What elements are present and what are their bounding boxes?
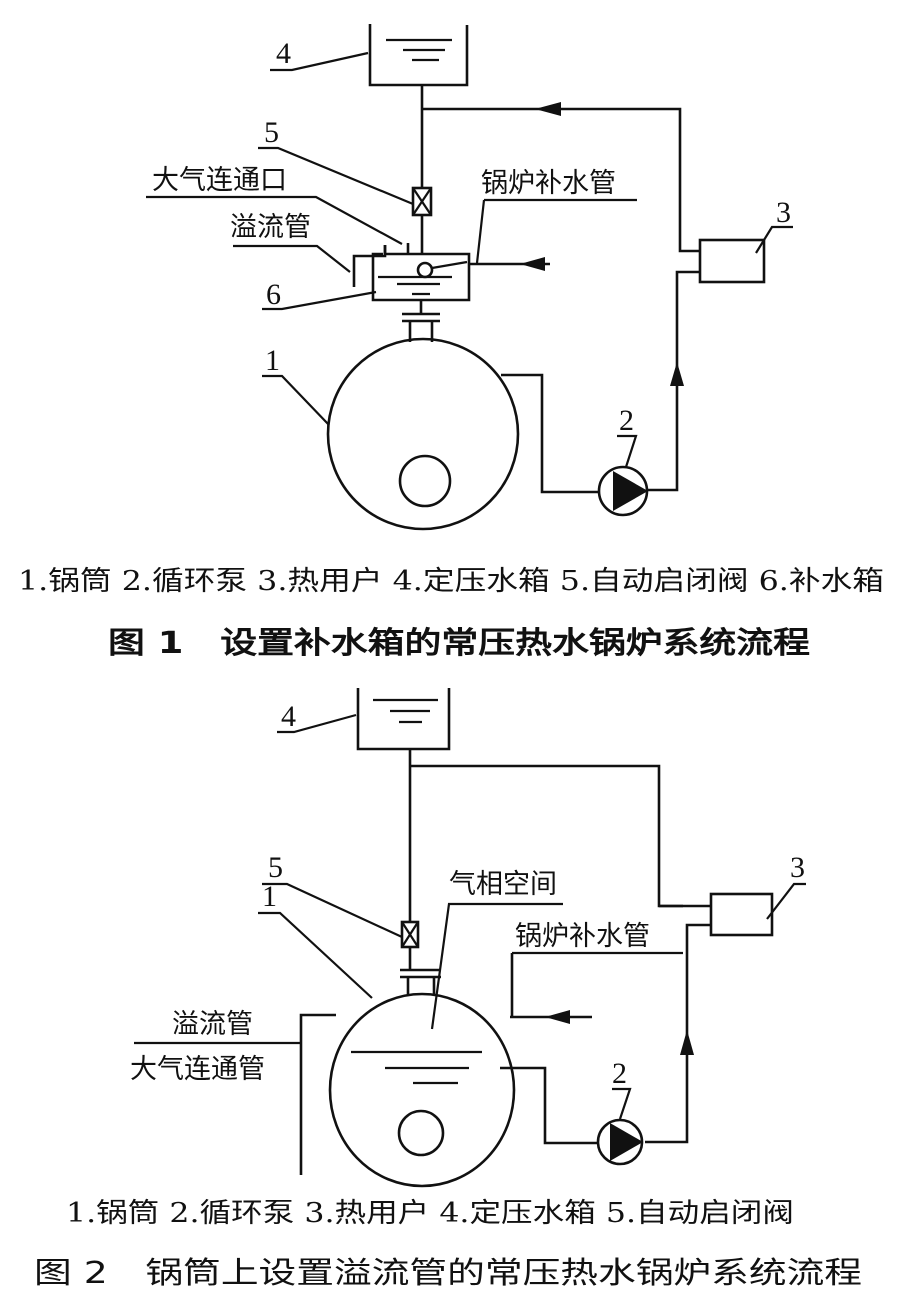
leader-5 — [258, 146, 414, 206]
flow-arrow-left — [535, 102, 561, 116]
figure-1: 4 5 — [18, 24, 884, 661]
pipe-supply — [645, 923, 711, 1144]
figure-2: 4 5 1 气相空间 溢流管 大气连通管 — [34, 688, 862, 1291]
flow-arrow-up — [680, 1030, 694, 1055]
label-overflow-pipe: 溢流管 — [230, 212, 311, 243]
number-4: 4 — [276, 37, 291, 70]
expansion-tank-4 — [368, 24, 469, 87]
number-2: 2 — [612, 1057, 627, 1090]
boiler-drum-1 — [328, 992, 516, 1188]
furnace-tube — [397, 1109, 445, 1157]
leader-1 — [258, 911, 373, 999]
label-vapor-space: 气相空间 — [449, 869, 557, 900]
leader-overflow-pipe — [233, 244, 351, 273]
leader-6 — [262, 290, 377, 311]
label-overflow-pipe: 溢流管 — [172, 1009, 253, 1040]
leader-5 — [262, 882, 403, 938]
leader-2 — [612, 1087, 632, 1120]
leader-3 — [766, 882, 806, 920]
caption-figure-2: 图 2 锅筒上设置溢流管的常压热水锅炉系统流程 — [34, 1256, 862, 1291]
leader-4 — [277, 713, 357, 734]
legend-figure-2: 1.锅筒 2.循环泵 3.热用户 4.定压水箱 5.自动启闭阀 — [66, 1198, 794, 1229]
number-2: 2 — [619, 404, 634, 437]
boiler-drum-1 — [326, 337, 520, 531]
legend-figure-1: 1.锅筒 2.循环泵 3.热用户 4.定压水箱 5.自动启闭阀 6.补水箱 — [18, 566, 884, 597]
number-3: 3 — [790, 851, 805, 884]
leader-atmosphere-port — [146, 195, 403, 245]
leader-3 — [755, 225, 793, 254]
circulation-pump-2 — [597, 465, 649, 517]
makeup-tank-6 — [352, 243, 471, 302]
flow-arrow-up — [670, 362, 684, 386]
caption-figure-1: 图 1 设置补水箱的常压热水锅炉系统流程 — [108, 626, 810, 661]
pipe-drum-to-pump — [501, 373, 598, 494]
pipe-drum-to-pump — [500, 1066, 597, 1145]
leader-makeup-pipe — [475, 198, 637, 264]
number-1: 1 — [262, 880, 277, 913]
label-atmosphere-port: 大气连通口 — [152, 165, 287, 196]
label-makeup-pipe: 锅炉补水管 — [481, 168, 616, 199]
number-5: 5 — [264, 116, 279, 149]
label-makeup-pipe: 锅炉补水管 — [515, 921, 650, 952]
number-6: 6 — [266, 278, 281, 311]
heat-user-3 — [698, 238, 766, 284]
overflow-atmosphere-pipe — [299, 1013, 336, 1175]
flow-arrow-left — [520, 257, 545, 271]
leader-2 — [617, 434, 638, 468]
circulation-pump-2 — [596, 1118, 644, 1166]
leader-1 — [262, 374, 330, 426]
leader-vapor-space — [430, 902, 563, 1030]
auto-valve-5 — [411, 186, 433, 217]
number-3: 3 — [776, 196, 791, 229]
label-atmosphere-pipe: 大气连通管 — [130, 1054, 265, 1085]
furnace-tube — [398, 454, 452, 508]
number-4: 4 — [281, 700, 296, 733]
number-1: 1 — [265, 344, 280, 377]
expansion-tank-4 — [356, 688, 451, 751]
heat-user-3 — [709, 892, 774, 937]
leader-4 — [270, 51, 369, 72]
number-5: 5 — [268, 851, 283, 884]
auto-valve-5 — [400, 920, 420, 949]
flow-arrow-left — [545, 1010, 570, 1024]
